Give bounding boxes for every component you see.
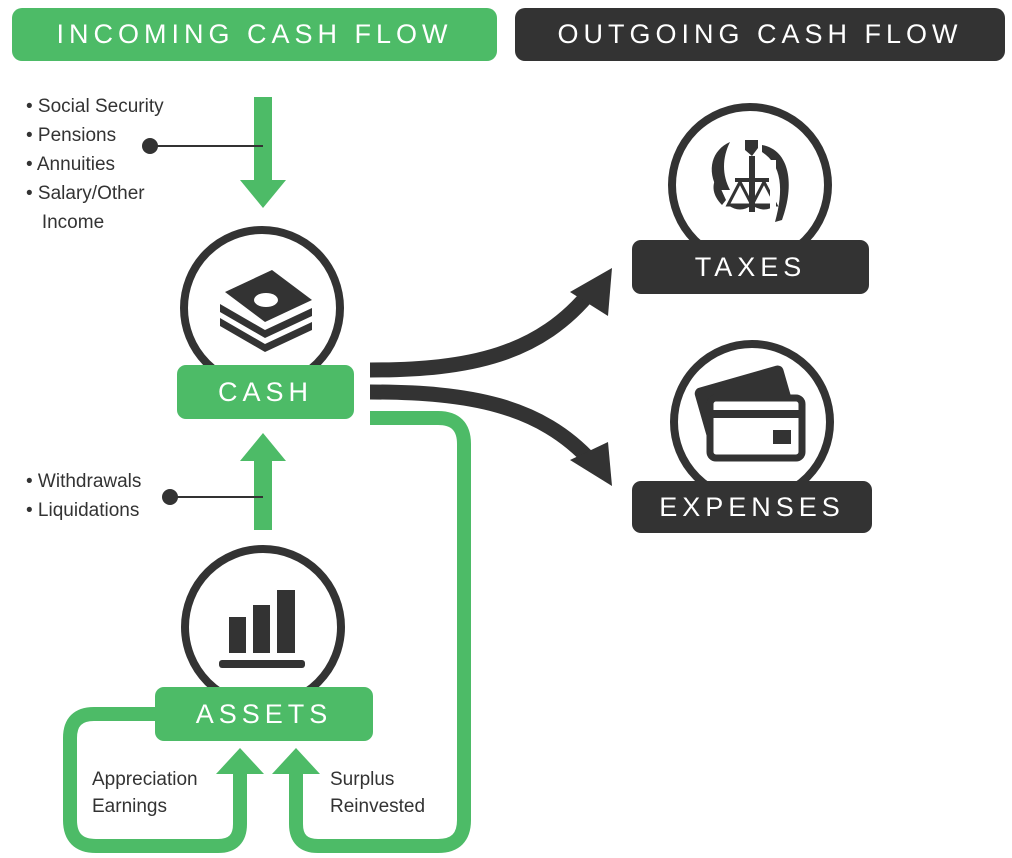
income-item: • Social Security — [26, 96, 164, 117]
earnings-line: Earnings — [92, 796, 167, 817]
income-sources-list: • Social Security • Pensions • Annuities… — [26, 92, 164, 237]
assets-label: ASSETS — [155, 687, 373, 741]
money-stack-icon — [220, 270, 312, 352]
income-item: • Salary/Other — [26, 183, 145, 204]
bar-chart-icon — [219, 590, 305, 668]
cash-to-expenses-arrow — [369, 384, 612, 486]
assets-to-cash-arrow — [240, 433, 286, 530]
credit-card-icon — [694, 365, 806, 462]
surplus-line: Surplus — [330, 769, 395, 790]
income-item: • Pensions — [26, 125, 117, 146]
irs-eagle-icon — [711, 140, 789, 222]
income-item: Income — [26, 212, 105, 233]
appreciation-loop — [63, 707, 264, 853]
asset-sources-list: • Withdrawals • Liquidations — [26, 467, 141, 525]
surplus-loop — [272, 411, 471, 853]
withdrawal-connector — [162, 489, 263, 505]
incoming-arrow — [240, 97, 286, 208]
incoming-cash-flow-header: INCOMING CASH FLOW — [12, 8, 497, 61]
asset-item: • Liquidations — [26, 500, 140, 521]
appreciation-line: Appreciation — [92, 769, 198, 790]
surplus-label: Surplus Reinvested — [330, 766, 425, 820]
cash-to-taxes-arrow — [369, 268, 612, 378]
expenses-label: EXPENSES — [632, 481, 872, 533]
appreciation-label: Appreciation Earnings — [92, 766, 198, 820]
income-connector — [142, 138, 263, 154]
income-item: • Annuities — [26, 154, 116, 175]
cash-label: CASH — [177, 365, 354, 419]
reinvested-line: Reinvested — [330, 796, 426, 817]
taxes-label: TAXES — [632, 240, 869, 294]
outgoing-cash-flow-header: OUTGOING CASH FLOW — [515, 8, 1005, 61]
asset-item: • Withdrawals — [26, 471, 142, 492]
